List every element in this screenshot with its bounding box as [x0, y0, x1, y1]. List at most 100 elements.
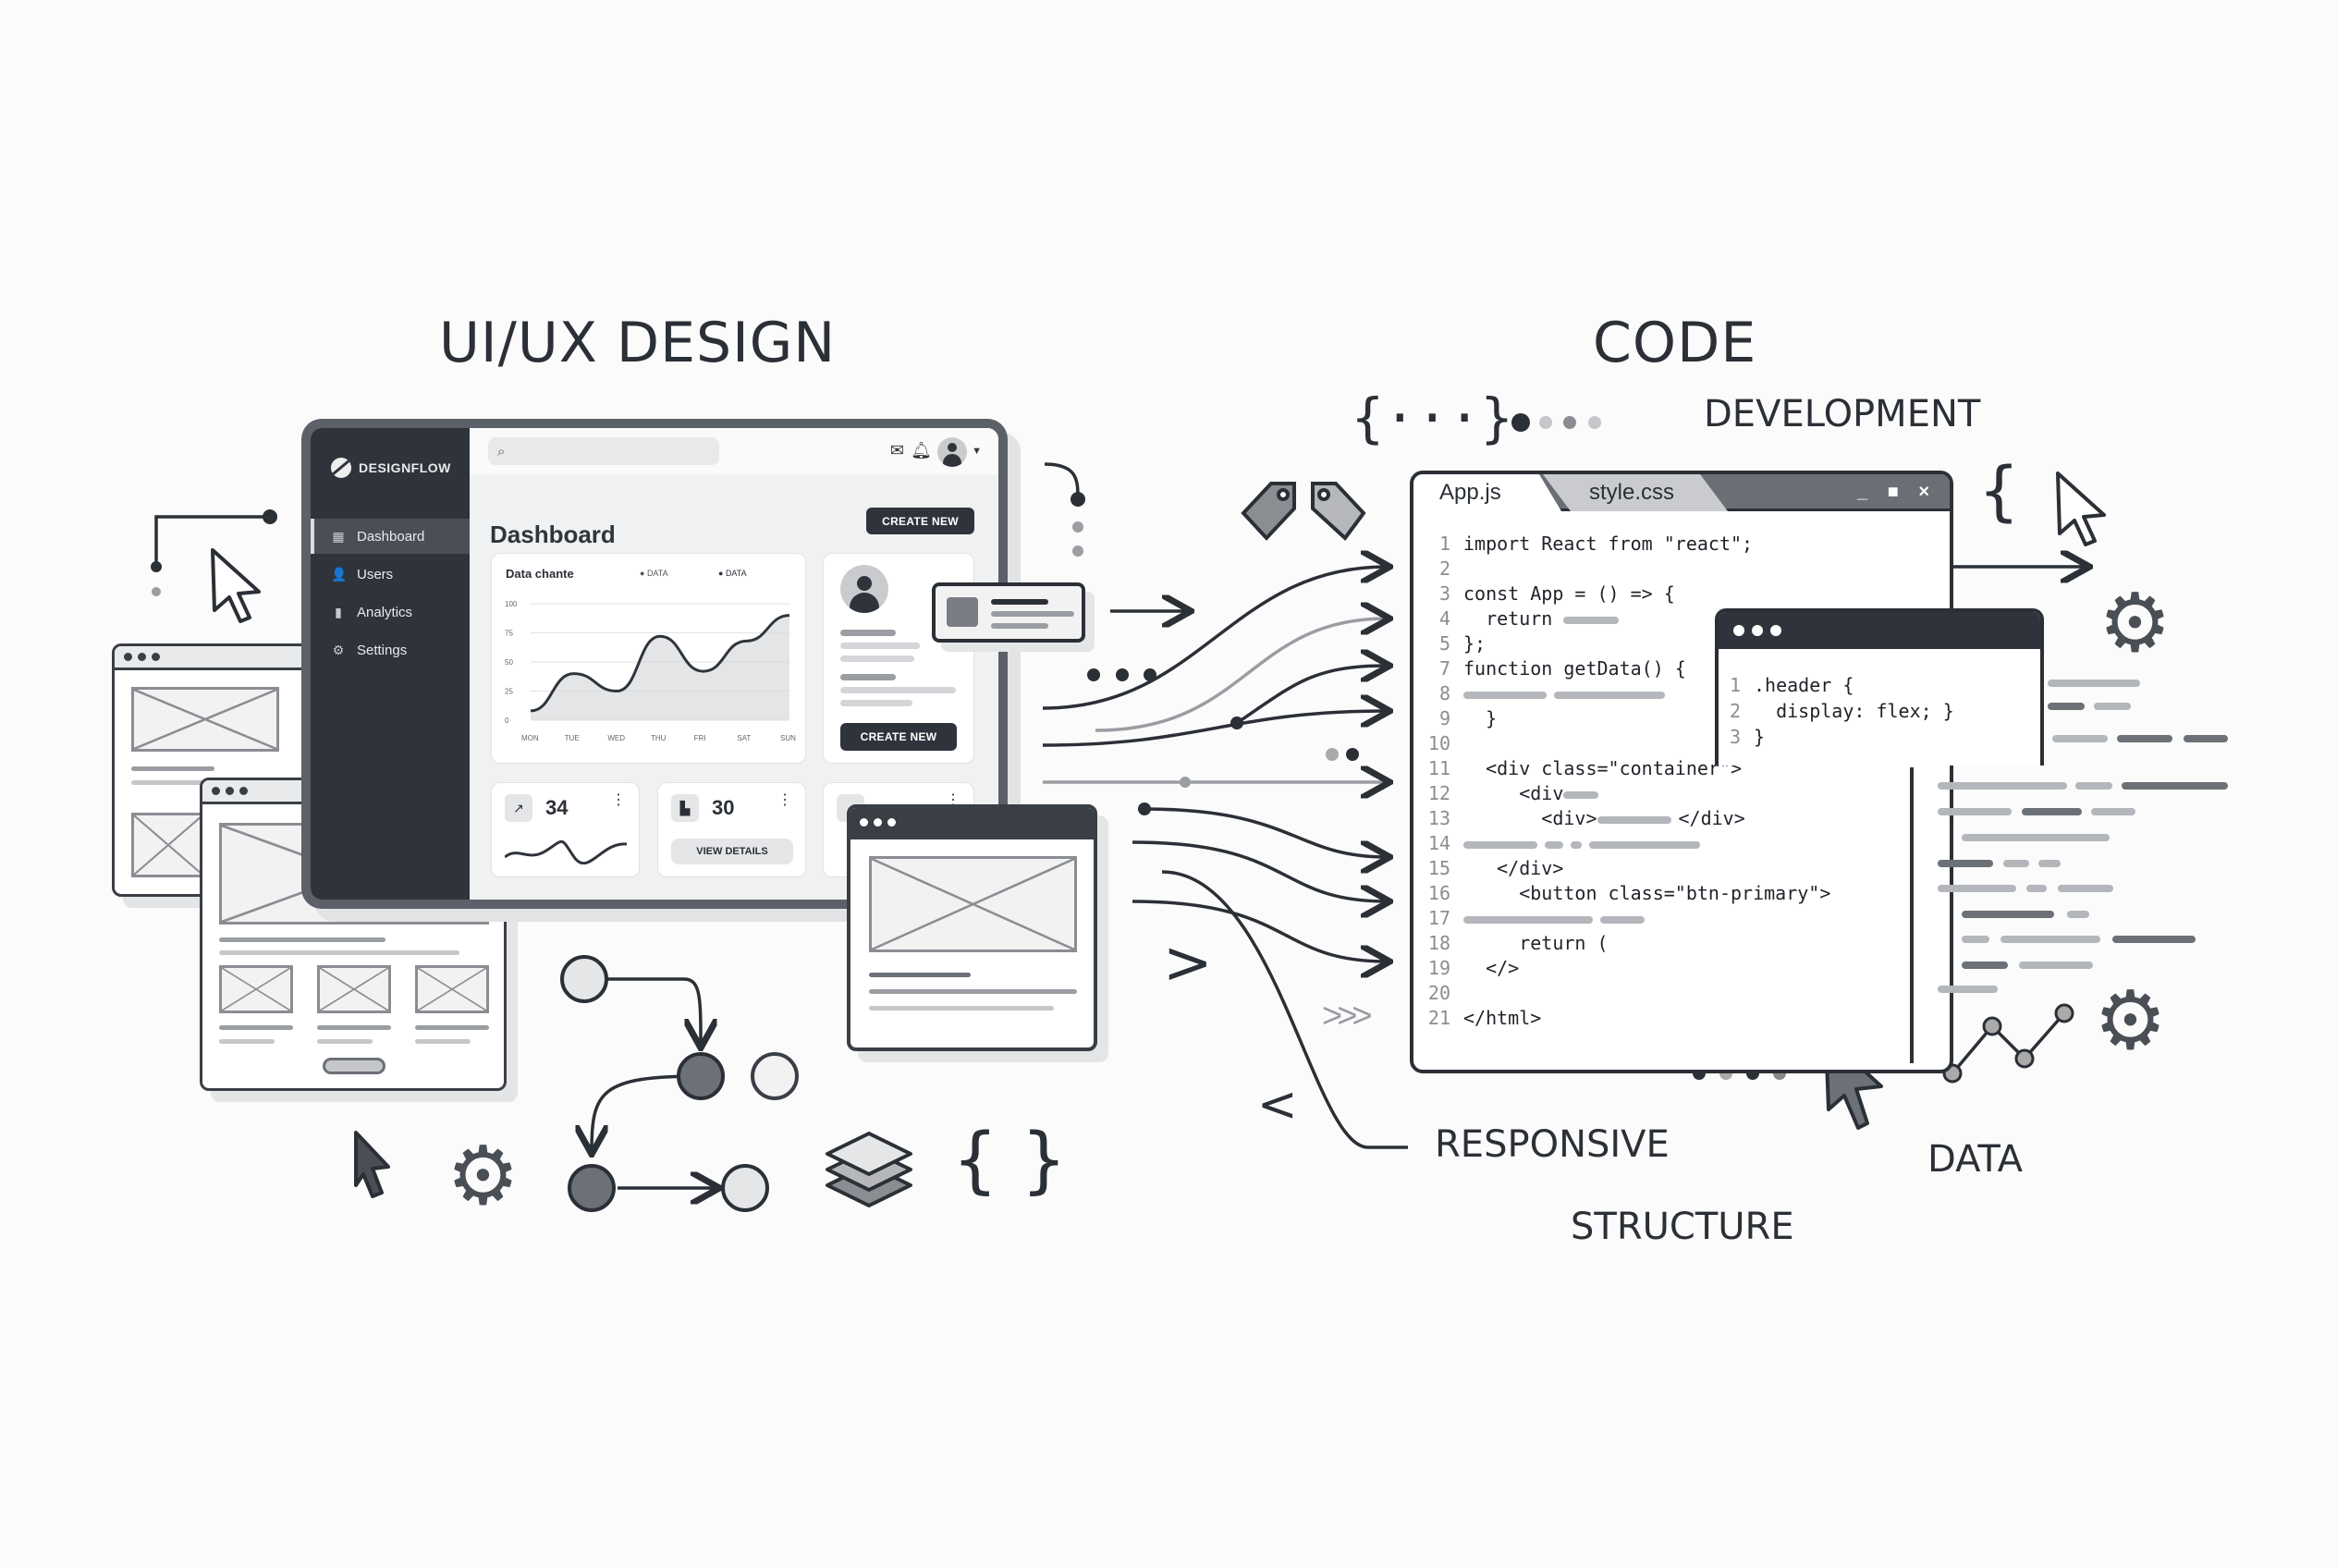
more-icon[interactable]: ⋮ — [777, 792, 792, 808]
code-bar — [1962, 834, 2110, 841]
line-number: 2 — [1729, 700, 1741, 722]
chart-line — [530, 614, 790, 713]
stat-card: ↗ 34 ⋮ — [491, 782, 640, 877]
code-line: 13 <div></div> — [1413, 806, 1745, 831]
code-text: </html> — [1463, 1007, 1542, 1029]
x-tick-label: WED — [607, 734, 625, 742]
avatar[interactable] — [937, 437, 967, 467]
code-text: </div> — [1463, 857, 1564, 879]
code-bar — [2048, 680, 2140, 687]
code-bar — [2019, 962, 2093, 969]
y-tick-label: 100 — [505, 600, 518, 608]
profile-card: CREATE NEW — [823, 553, 974, 764]
code-placeholder-bar — [1600, 915, 1645, 924]
page-title: Dashboard — [490, 521, 616, 548]
code-placeholder-bar — [1563, 616, 1620, 624]
image-placeholder-icon — [131, 687, 279, 752]
search-input[interactable]: ⌕ — [488, 437, 719, 465]
code-placeholder-bar — [1597, 815, 1671, 824]
tab-style-css[interactable]: style.css — [1543, 474, 1728, 511]
code-bar — [1962, 936, 1989, 943]
code-line: 5}; — [1413, 631, 1486, 656]
line-number: 2 — [1438, 557, 1450, 580]
x-tick-label: SUN — [780, 734, 796, 742]
code-bar — [2026, 885, 2047, 892]
code-placeholder-bar — [1463, 840, 1537, 849]
code-placeholder-bar — [1463, 915, 1593, 924]
line-number: 9 — [1438, 707, 1450, 729]
create-new-button[interactable]: CREATE NEW — [840, 723, 957, 751]
gear-icon: ⚙ — [447, 1130, 520, 1221]
code-line: 12 <div — [1413, 781, 1606, 806]
line-number: 3 — [1438, 582, 1450, 605]
panel-border — [1910, 767, 1914, 1063]
tab-app-js[interactable]: App.js — [1413, 474, 1561, 511]
more-icon[interactable]: ⋮ — [946, 792, 960, 808]
code-line: 4 return — [1413, 606, 1626, 631]
heading-development: DEVELOPMENT — [1704, 393, 1981, 435]
code-bar — [2122, 782, 2228, 790]
search-icon: ⌕ — [497, 443, 506, 459]
window-controls[interactable]: _ ■ × — [1857, 482, 1937, 502]
dashboard-monitor: DESIGNFLOW ▦Dashboard 👤Users ▮Analytics … — [301, 419, 1008, 909]
code-line: 16 <button class="btn-primary"> — [1413, 881, 1830, 906]
heading-responsive: RESPONSIVE — [1435, 1123, 1670, 1166]
line-number: 11 — [1427, 757, 1450, 779]
css-line: 3} — [1719, 725, 1765, 750]
sidebar-item-dashboard[interactable]: ▦ Dashboard — [311, 519, 470, 554]
brand-name: DESIGNFLOW — [359, 460, 451, 475]
bell-icon[interactable]: 🔔︎ — [911, 441, 932, 459]
floating-card — [932, 582, 1085, 643]
code-bar — [1938, 860, 1993, 867]
heading-structure: STRUCTURE — [1571, 1206, 1794, 1248]
create-new-button[interactable]: CREATE NEW — [866, 508, 974, 534]
sidebar-item-label: Dashboard — [357, 528, 425, 545]
code-text: const App = () => { — [1463, 582, 1675, 605]
heading-code: CODE — [1593, 311, 1757, 375]
code-bar — [2091, 808, 2135, 815]
line-number: 13 — [1427, 807, 1450, 829]
sidebar: DESIGNFLOW ▦Dashboard 👤Users ▮Analytics … — [311, 428, 470, 900]
code-text: </div> — [1678, 807, 1745, 829]
sidebar-item-label: Settings — [357, 642, 408, 658]
mail-icon[interactable]: ✉ — [889, 441, 904, 459]
code-placeholder-bar — [1545, 840, 1563, 849]
profile-avatar — [840, 565, 888, 613]
chevron-down-icon[interactable]: ▼ — [972, 446, 982, 457]
brand-logo: DESIGNFLOW — [311, 458, 470, 478]
sidebar-item-analytics[interactable]: ▮Analytics — [311, 594, 470, 630]
code-bar — [1962, 962, 2008, 969]
code-line: 15 </div> — [1413, 856, 1563, 881]
code-line: 18 return ( — [1413, 931, 1609, 956]
x-tick-label: THU — [651, 734, 667, 742]
line-number: 21 — [1427, 1007, 1450, 1029]
sidebar-item-settings[interactable]: ⚙Settings — [311, 632, 470, 668]
code-bar — [2058, 885, 2113, 892]
code-bar — [2112, 936, 2196, 943]
code-placeholder-bar — [1563, 790, 1599, 799]
thumbs-up-icon: ▙ — [671, 794, 699, 822]
sidebar-item-users[interactable]: 👤Users — [311, 557, 470, 592]
heading-data: DATA — [1927, 1138, 2024, 1181]
gear-icon: ⚙ — [2094, 974, 2167, 1066]
y-tick-label: 75 — [505, 630, 513, 638]
flow-node — [568, 1164, 616, 1212]
line-number: 17 — [1427, 907, 1450, 929]
flow-node — [677, 1052, 725, 1100]
code-placeholder-bar — [1463, 691, 1547, 699]
code-bar — [1938, 885, 2016, 892]
view-details-button[interactable]: VIEW DETAILS — [671, 839, 793, 864]
code-placeholder-bar — [1571, 840, 1582, 849]
flow-node — [560, 955, 608, 1003]
code-line: 20 — [1413, 981, 1463, 1006]
code-bar — [1938, 986, 1998, 993]
more-icon[interactable]: ⋮ — [611, 792, 626, 808]
line-number: 1 — [1438, 533, 1450, 555]
x-tick-label: SAT — [737, 734, 751, 742]
line-number: 7 — [1438, 657, 1450, 680]
grid-icon: ▦ — [332, 528, 345, 544]
